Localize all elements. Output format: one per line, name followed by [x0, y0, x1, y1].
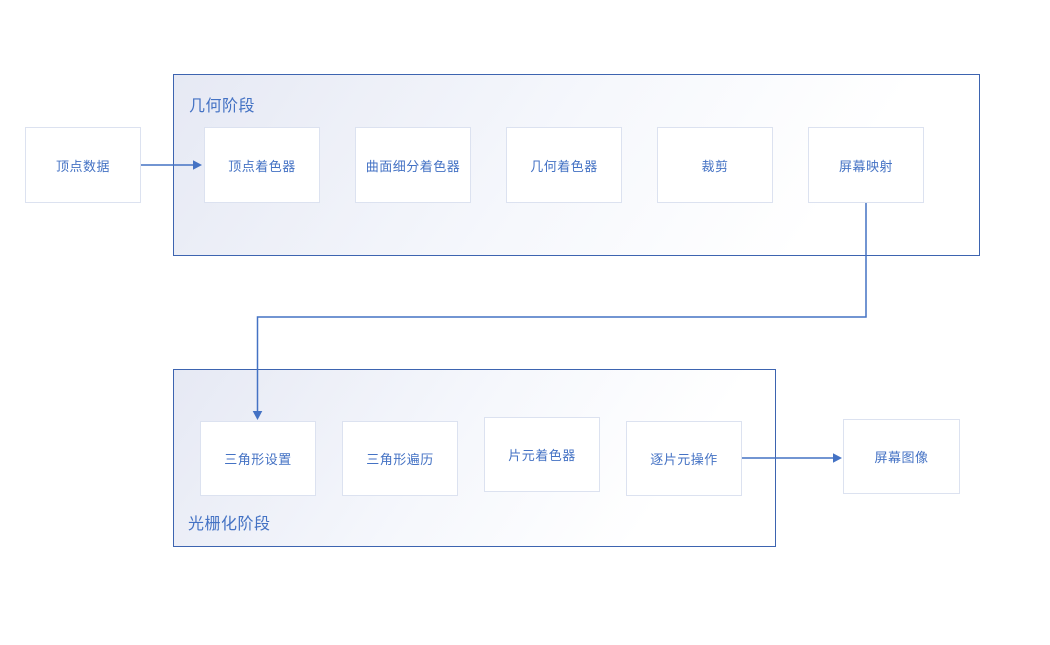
node-label: 三角形设置	[224, 453, 292, 468]
node-geometry-shader: 几何着色器	[506, 127, 622, 203]
node-label: 屏幕映射	[838, 159, 893, 175]
node-triangle-traversal: 三角形遍历	[342, 421, 458, 496]
node-clipping: 裁剪	[657, 127, 773, 203]
node-label: 三角形遍历	[366, 453, 434, 468]
node-vertex-shader: 顶点着色器	[204, 127, 320, 203]
node-label: 几何着色器	[530, 159, 598, 175]
node-label: 逐片元操作	[650, 453, 718, 468]
node-label: 片元着色器	[508, 449, 576, 464]
rasterization-stage-title: 光栅化阶段	[188, 514, 271, 533]
node-label: 裁剪	[701, 159, 729, 175]
arrowhead-right-icon	[833, 453, 842, 463]
node-vertex-data: 顶点数据	[25, 127, 141, 203]
node-per-fragment-operations: 逐片元操作	[626, 421, 742, 496]
node-triangle-setup: 三角形设置	[200, 421, 316, 496]
node-screen-mapping: 屏幕映射	[808, 127, 924, 203]
geometry-stage-title: 几何阶段	[189, 96, 256, 115]
node-label: 顶点着色器	[228, 159, 296, 175]
node-tessellation-shader: 曲面细分着色器	[355, 127, 471, 203]
node-label: 曲面细分着色器	[365, 159, 461, 175]
node-fragment-shader: 片元着色器	[484, 417, 600, 492]
node-label: 屏幕图像	[874, 451, 929, 466]
node-label: 顶点数据	[55, 159, 110, 175]
node-screen-image: 屏幕图像	[843, 419, 960, 494]
